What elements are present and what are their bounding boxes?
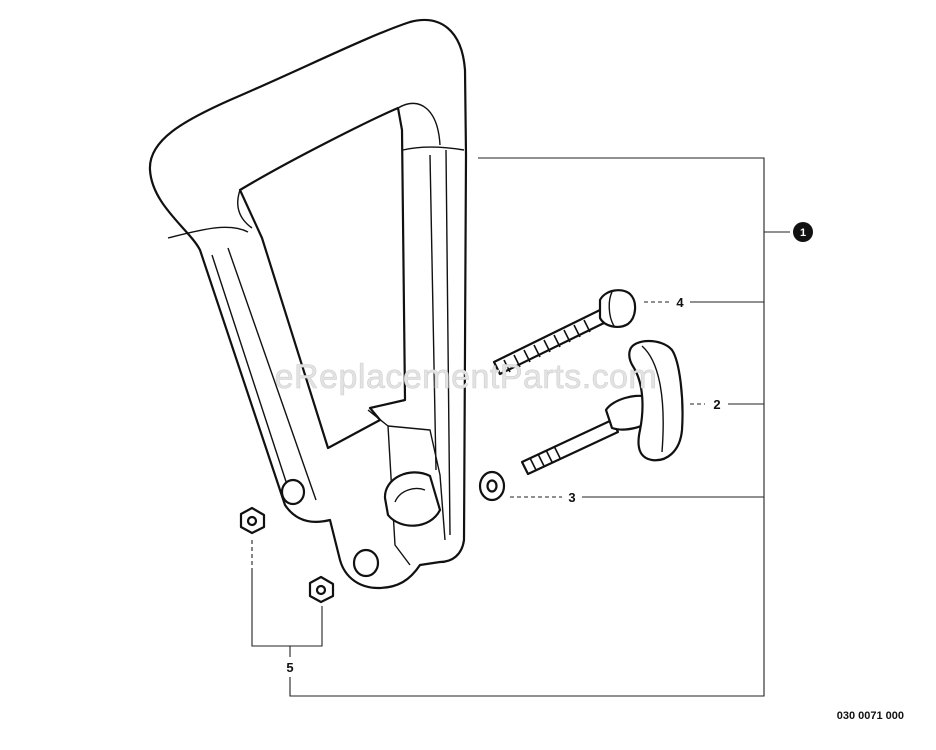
- nut-upper: [239, 506, 266, 535]
- clamp-split: [387, 425, 446, 541]
- loop-handle-window: [238, 106, 407, 450]
- hex-bolt-head: [598, 289, 637, 328]
- mount-hole-left: [280, 478, 306, 506]
- document-number: 030 0071 000: [837, 710, 904, 722]
- callout-t-handle-bolt: 2: [713, 397, 720, 412]
- hex-bolt: [492, 289, 637, 376]
- grip-inner-edge-right: [397, 102, 441, 146]
- callout-assembly: 1: [800, 227, 806, 239]
- loop-handle: [148, 18, 468, 590]
- nut-lower: [308, 575, 335, 604]
- right-arm-ridge: [429, 154, 437, 471]
- washer-hole: [486, 479, 498, 493]
- washer: [478, 470, 506, 502]
- t-handle-shank: [520, 418, 620, 476]
- t-handle-grip: [628, 339, 684, 462]
- grip-inner-edge: [237, 189, 253, 229]
- clamp-bore-shadow: [394, 487, 426, 503]
- left-arm-ridge-2: [227, 247, 317, 501]
- clamp-bore: [383, 471, 442, 527]
- mount-hole-bottom: [352, 548, 380, 578]
- leader-lines: [251, 157, 790, 697]
- right-arm-ridge-2: [445, 149, 451, 536]
- grip-seam: [167, 226, 249, 239]
- callout-washer: 3: [568, 490, 575, 505]
- callout-nuts: 5: [286, 660, 293, 675]
- grip-seam-right: [402, 146, 465, 151]
- t-handle-bolt: [520, 339, 684, 476]
- callout-bolt: 4: [676, 295, 684, 310]
- callout-assembly-badge: 1: [793, 222, 813, 242]
- watermark-text: eReplacementParts.com: [275, 358, 658, 396]
- left-arm-ridge: [211, 254, 293, 501]
- assembly-bracket: [289, 157, 765, 697]
